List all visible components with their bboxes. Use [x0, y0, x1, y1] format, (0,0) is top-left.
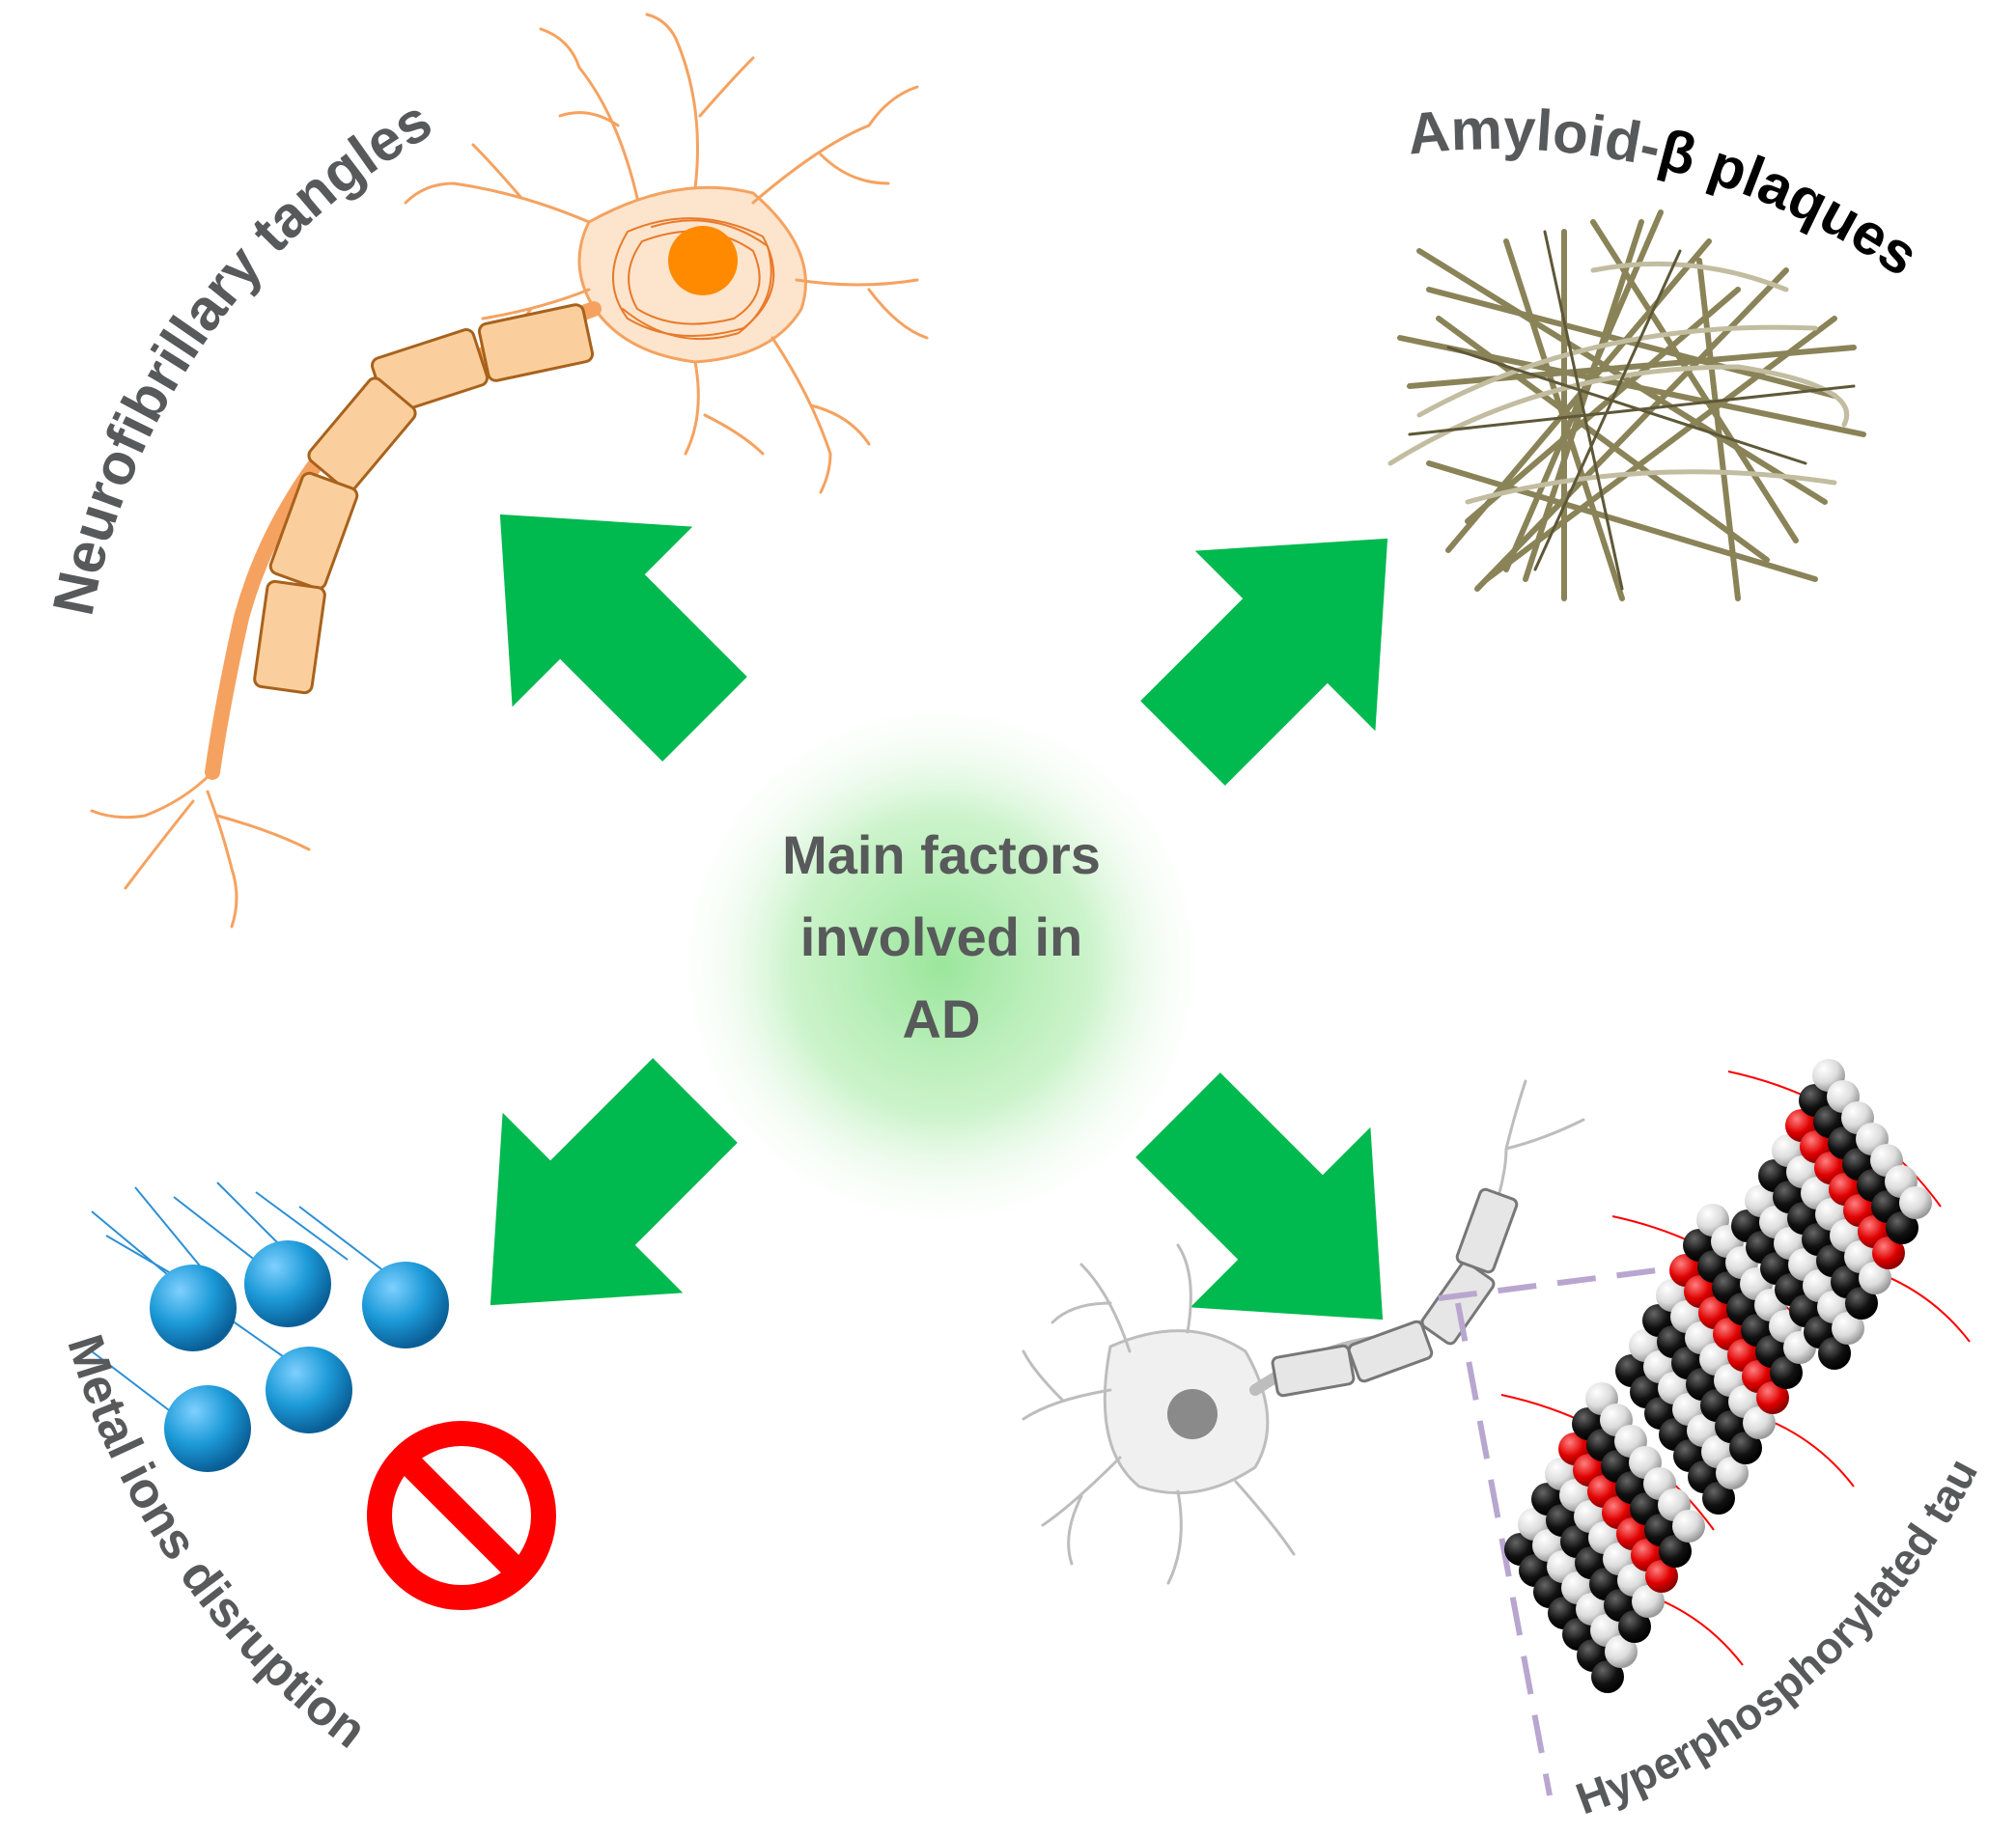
tau-bead: [1632, 1585, 1665, 1618]
center-title-line-2: involved in: [800, 906, 1083, 967]
tau-bead: [1743, 1406, 1776, 1439]
center-glow: [666, 690, 1217, 1240]
tau-bead: [1591, 1660, 1624, 1693]
label-neurofibrillary-tangles: Neurofibrillary tangles: [41, 87, 442, 620]
tau-bead: [1832, 1312, 1864, 1345]
tau-bead: [1770, 1356, 1803, 1389]
tau-bead: [1672, 1510, 1705, 1543]
tau-bead: [1899, 1186, 1932, 1219]
metal-ion-icon: [91, 1182, 449, 1472]
myelin-sheaths: [253, 303, 595, 695]
gray-myelin-sheaths: [1271, 1187, 1519, 1398]
center-title: Main factors involved in AD: [782, 824, 1101, 1049]
label-amyloid-plaques: Amyloid-β plaques: [1405, 97, 1930, 289]
gray-nucleus-icon: [1167, 1389, 1218, 1439]
center-title-line-3: AD: [903, 988, 981, 1049]
label-amyloid-prefix: Amyloid-: [1405, 97, 1667, 180]
tau-bead: [1605, 1635, 1638, 1668]
tau-bead: [1859, 1262, 1891, 1294]
tau-bead: [1645, 1560, 1678, 1593]
tau-bead: [1702, 1482, 1735, 1515]
tau-bead: [1716, 1457, 1749, 1489]
center-title-line-1: Main factors: [782, 824, 1101, 885]
arrow-up-left: [409, 424, 796, 810]
nucleus-icon: [668, 226, 738, 295]
tau-protein-icon: [1500, 1059, 1971, 1693]
tau-bead: [1659, 1535, 1692, 1568]
tau-bead: [1818, 1337, 1851, 1370]
label-amyloid-suffix: plaques: [1687, 126, 1930, 289]
tau-bead: [1729, 1432, 1762, 1464]
arrow-up-right: [1092, 448, 1478, 834]
tau-bead: [1886, 1211, 1918, 1244]
tau-bead: [1618, 1610, 1651, 1643]
prohibited-icon: [367, 1421, 556, 1610]
tau-bead: [1756, 1381, 1789, 1414]
amyloid-fibril-icon: [1387, 209, 1866, 601]
tau-bead: [1872, 1237, 1905, 1269]
tau-bead: [1845, 1287, 1878, 1320]
